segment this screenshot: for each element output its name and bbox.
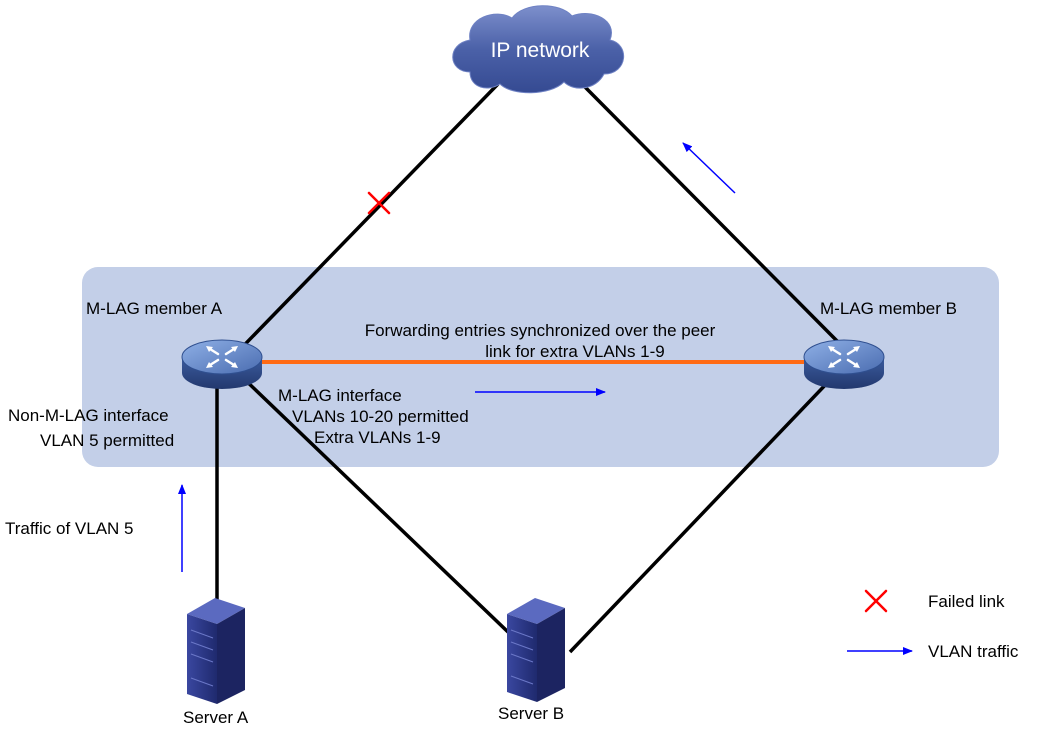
traffic-vlan5-label: Traffic of VLAN 5 xyxy=(5,519,134,538)
failed-link-mark xyxy=(367,191,391,215)
traffic-arrow-to-cloud xyxy=(682,142,736,194)
non-mlag-interface-line2: VLAN 5 permitted xyxy=(40,431,174,450)
link-member-a-to-server-b xyxy=(238,373,534,657)
server-a-label: Server A xyxy=(183,708,249,727)
ip-network-cloud-icon xyxy=(452,5,625,94)
mlag-interface-line1: M-LAG interface xyxy=(278,386,402,405)
mlag-interface-line2: VLANs 10-20 permitted xyxy=(292,407,469,426)
server-b-label: Server B xyxy=(498,704,564,723)
mlag-system-region xyxy=(82,267,999,467)
server-b-icon xyxy=(507,598,565,702)
member-a-label: M-LAG member A xyxy=(86,299,223,318)
server-a-icon xyxy=(187,598,245,704)
member-b-label: M-LAG member B xyxy=(820,299,957,318)
legend-failed-link-label: Failed link xyxy=(928,592,1005,611)
legend-vlan-traffic-label: VLAN traffic xyxy=(928,642,1019,661)
non-mlag-interface-line1: Non-M-LAG interface xyxy=(8,406,169,425)
link-member-b-to-cloud xyxy=(582,84,848,352)
legend: Failed link VLAN traffic xyxy=(847,589,1019,661)
link-member-a-to-cloud xyxy=(220,82,500,370)
cloud-label: IP network xyxy=(491,39,590,62)
switch-a-icon xyxy=(181,339,263,389)
peer-link-note-line1: Forwarding entries synchronized over the… xyxy=(365,321,716,340)
switch-b-icon xyxy=(803,339,885,389)
peer-link-note-line2: link for extra VLANs 1-9 xyxy=(485,342,665,361)
mlag-interface-line3: Extra VLANs 1-9 xyxy=(314,428,441,447)
link-member-b-to-server-b xyxy=(568,378,832,654)
legend-failed-link-icon xyxy=(864,589,888,613)
